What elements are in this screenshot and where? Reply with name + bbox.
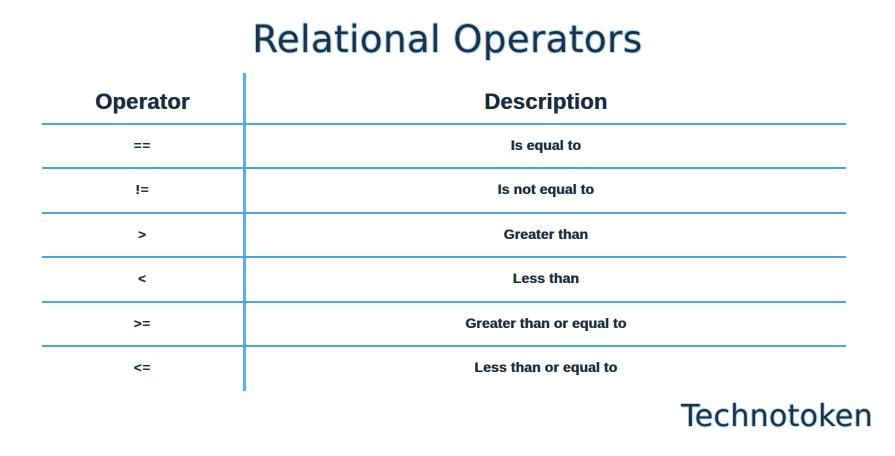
relational-operators-table: Operator Description == Is equal to != I…	[42, 73, 846, 391]
cell-description: Greater than or equal to	[465, 315, 627, 331]
cell-description: Is not equal to	[497, 181, 595, 197]
row-rule	[42, 301, 846, 303]
cell-operator: ==	[133, 137, 152, 153]
cell-operator: !=	[135, 181, 150, 197]
header-rule	[42, 123, 846, 125]
column-header-description: Description	[484, 89, 608, 114]
cell-description: Greater than	[503, 226, 589, 242]
cell-operator: <=	[133, 359, 152, 375]
row-rule	[42, 256, 846, 258]
column-header-operator: Operator	[95, 89, 190, 114]
cell-operator: <	[138, 270, 147, 286]
row-rule	[42, 212, 846, 214]
column-divider	[243, 73, 246, 391]
cell-operator: >=	[133, 315, 152, 331]
table-row: >= Greater than or equal to	[42, 301, 846, 345]
table-row: != Is not equal to	[42, 167, 846, 211]
cell-operator: >	[138, 226, 147, 242]
brand-watermark: Technotoken	[681, 399, 873, 434]
table-row: < Less than	[42, 256, 846, 300]
row-rule	[42, 167, 846, 169]
cell-description: Less than	[512, 270, 580, 286]
table-row: <= Less than or equal to	[42, 345, 846, 389]
table-row: > Greater than	[42, 212, 846, 256]
cell-description: Less than or equal to	[474, 359, 618, 375]
table-header-row: Operator Description	[42, 81, 846, 123]
cell-description: Is equal to	[510, 137, 582, 153]
table-row: == Is equal to	[42, 123, 846, 167]
page-title: Relational Operators	[252, 18, 643, 61]
row-rule	[42, 345, 846, 347]
